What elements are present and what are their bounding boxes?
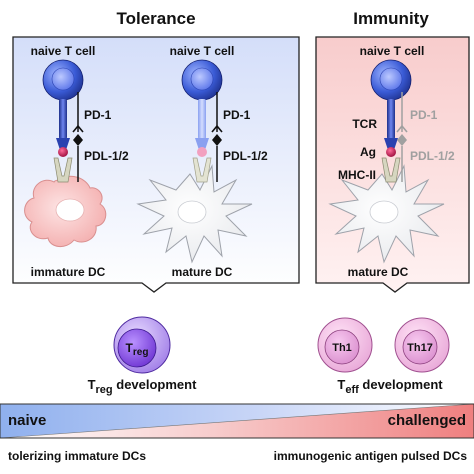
treg-cell-label-main: T (126, 341, 134, 355)
th17-label: Th17 (407, 342, 433, 354)
mhc-ii-molecule (192, 157, 212, 183)
naive-label: naive (8, 412, 46, 429)
tcr-stalk (387, 99, 395, 139)
naive-challenged-gradient: naive challenged (0, 403, 474, 439)
immature-dc-nucleus (55, 198, 85, 222)
th1-nucleus (324, 329, 360, 365)
mhc-ii-molecule (53, 157, 73, 183)
pd1-cup-icon (72, 124, 84, 133)
left1-naive-t-cell-label: naive T cell (31, 44, 96, 58)
naive-t-cell-nucleus (51, 67, 75, 91)
immature-dc-label: immature DC (31, 265, 106, 279)
treg-development-caption: Treg development (88, 377, 198, 396)
immunogenic-caption: immunogenic antigen pulsed DCs (274, 449, 468, 463)
teff-caption-sub: eff (345, 384, 359, 396)
tolerance-title: Tolerance (116, 9, 195, 28)
right-pdl-label: PDL-1/2 (410, 149, 455, 163)
left2-naive-t-cell-label: naive T cell (170, 44, 235, 58)
treg-caption-main: T (88, 377, 96, 392)
left-cell-pair-mature: naive T cell PD-1 PDL-1/2 mature DC (136, 44, 268, 279)
treg-cell-label: Treg (126, 341, 149, 358)
tcr-stalk (59, 99, 67, 139)
teff-development-caption: Teff development (337, 377, 443, 396)
left1-pd1-label: PD-1 (84, 108, 112, 122)
tcr-stalk (198, 99, 206, 139)
right-cell-pair: naive T cell PD-1 PDL-1/2 TCR Ag MHC-II … (328, 44, 455, 279)
immunity-title: Immunity (353, 9, 429, 28)
antigen (58, 147, 68, 157)
mhc-ii-label: MHC-II (338, 168, 376, 182)
right-pd1-label: PD-1 (410, 108, 438, 122)
teff-outcome: Th1 Th17 Teff development (317, 317, 450, 396)
pd1-cup-icon (211, 124, 223, 133)
treg-outcome: Treg Treg development (88, 316, 198, 396)
treg-caption-rest: development (113, 377, 197, 392)
tolerizing-caption: tolerizing immature DCs (8, 449, 146, 463)
tcr-fork (56, 138, 70, 150)
treg-caption-sub: reg (96, 384, 113, 396)
antigen (197, 147, 207, 157)
pdl-diamond-icon (397, 134, 407, 146)
mature-dc-nucleus (177, 200, 207, 224)
teff-caption-rest: development (359, 377, 443, 392)
treg-nucleus (117, 328, 157, 368)
ag-label: Ag (360, 145, 376, 159)
tcr-label: TCR (352, 117, 377, 131)
mhc-ii-molecule (381, 157, 401, 183)
pdl-diamond-icon (73, 134, 83, 146)
mature-dc-label: mature DC (172, 265, 233, 279)
left1-pdl-label: PDL-1/2 (84, 149, 129, 163)
th17-nucleus (402, 329, 438, 365)
teff-caption-main: T (337, 377, 345, 392)
th1-label: Th1 (332, 342, 352, 354)
tcr-fork (384, 138, 398, 150)
mature-dc-nucleus (369, 200, 399, 224)
antigen (386, 147, 396, 157)
naive-t-cell-nucleus (379, 67, 403, 91)
naive-t-cell-nucleus (190, 67, 214, 91)
pd1-cup-icon (396, 124, 408, 133)
treg-cell-label-sub: reg (133, 347, 149, 358)
right-naive-t-cell-label: naive T cell (360, 44, 425, 58)
left2-pd1-label: PD-1 (223, 108, 251, 122)
left2-pdl-label: PDL-1/2 (223, 149, 268, 163)
right-mature-dc-label: mature DC (348, 265, 409, 279)
challenged-label: challenged (388, 412, 466, 429)
pdl-diamond-icon (212, 134, 222, 146)
left-cell-pair-immature: naive T cell PD-1 PDL-1/2 immature DC (24, 44, 129, 279)
tcr-fork (195, 138, 209, 150)
